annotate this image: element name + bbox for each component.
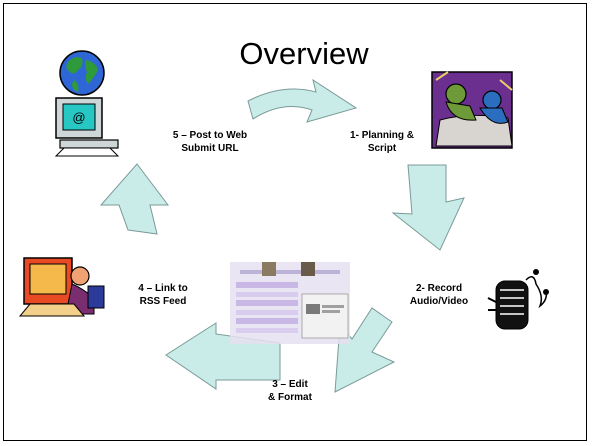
- step-3-line2: & Format: [268, 392, 312, 403]
- step-5-label: 5 – Post to Web Submit URL: [150, 129, 270, 155]
- step-5-line2: Submit URL: [181, 143, 239, 154]
- arrow-step1-to-step2: [391, 164, 465, 251]
- step-2-label: 2- Record Audio/Video: [394, 282, 484, 308]
- step-3-label: 3 – Edit & Format: [250, 378, 330, 404]
- step-4-line2: RSS Feed: [139, 296, 187, 307]
- step-1-line1: 1- Planning &: [350, 130, 414, 141]
- step-4-line1: 4 – Link to: [138, 283, 188, 294]
- step-3-line1: 3 – Edit: [272, 379, 308, 390]
- arrow-step2-to-step3: [334, 307, 396, 393]
- slide-title: Overview: [239, 36, 369, 71]
- microphone-recorder-icon: [487, 269, 549, 330]
- step-2-line1: 2- Record: [415, 283, 463, 294]
- slide-frame: [3, 3, 587, 441]
- computer-user-icon: [18, 257, 105, 317]
- step-4-label: 4 – Link to RSS Feed: [118, 282, 208, 308]
- step-2-line2: Audio/Video: [409, 296, 469, 307]
- step-1-label: 1- Planning & Script: [332, 129, 432, 155]
- step-5-line1: 5 – Post to Web: [172, 130, 248, 141]
- arrow-step4-to-step5: [99, 163, 170, 235]
- step-1-line2: Script: [367, 143, 397, 154]
- globe-computer-icon: @: [54, 50, 120, 157]
- svg-text:@: @: [72, 110, 85, 125]
- arrow-step5-to-step1: [247, 78, 358, 123]
- planning-people-icon: [431, 71, 513, 149]
- editing-software-screenshot: [230, 262, 350, 344]
